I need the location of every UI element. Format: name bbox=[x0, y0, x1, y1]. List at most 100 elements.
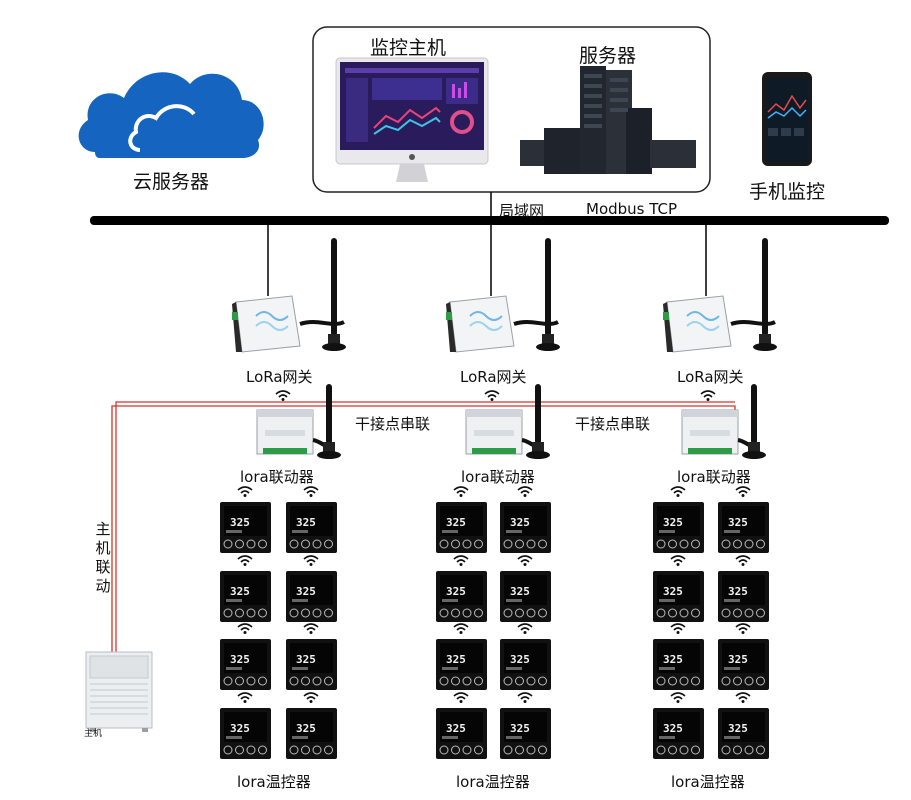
wifi-icon bbox=[517, 486, 533, 497]
antenna-icon bbox=[753, 238, 777, 351]
cloud-icon bbox=[78, 72, 264, 158]
thermostat-reading: 325 bbox=[296, 585, 316, 598]
wifi-icon bbox=[517, 692, 533, 703]
lora-thermostat-16: 325 bbox=[500, 692, 551, 759]
thermostat-reading: 325 bbox=[446, 585, 466, 598]
dry-contact-wiring bbox=[111, 401, 736, 652]
wifi-icon bbox=[237, 692, 253, 703]
lora-thermostat-13: 325 bbox=[436, 623, 487, 690]
thermostat-reading: 325 bbox=[446, 653, 466, 666]
lora-thermostat-2: 325 bbox=[286, 486, 337, 553]
wifi-icon bbox=[670, 555, 686, 566]
server-rack-icon bbox=[520, 66, 696, 174]
wifi-icon bbox=[700, 390, 716, 401]
lora-thermostat-17: 325 bbox=[653, 486, 704, 553]
lora-thermostat-20: 325 bbox=[718, 555, 769, 622]
lora-thermostat-15: 325 bbox=[436, 692, 487, 759]
lora-thermostat-21: 325 bbox=[653, 623, 704, 690]
wifi-icon bbox=[453, 692, 469, 703]
lan-label: 局域网 bbox=[499, 202, 545, 220]
wifi-icon bbox=[735, 486, 751, 497]
thermostat-reading: 325 bbox=[446, 516, 466, 529]
cloud-server-label: 云服务器 bbox=[133, 171, 210, 193]
antenna-icon bbox=[322, 238, 346, 351]
lora-thermostat-24: 325 bbox=[718, 692, 769, 759]
wifi-icon bbox=[237, 486, 253, 497]
wifi-icon bbox=[453, 486, 469, 497]
thermostats-layer: 325 325 325 325 325 325 325 325 325 325 325 325 325 3… bbox=[220, 486, 769, 759]
thermostat-reading: 325 bbox=[510, 585, 530, 598]
host-link-label: 主机联动 bbox=[95, 520, 111, 595]
thermostat-reading: 325 bbox=[728, 653, 748, 666]
linker-label-3: lora联动器 bbox=[677, 468, 751, 486]
wifi-icon bbox=[670, 623, 686, 634]
lora-thermostat-4: 325 bbox=[286, 555, 337, 622]
thermostat-reading: 325 bbox=[510, 516, 530, 529]
wifi-icon bbox=[453, 555, 469, 566]
lora-thermostat-6: 325 bbox=[286, 623, 337, 690]
wifi-icon bbox=[453, 623, 469, 634]
dry-contact-label-2: 干接点串联 bbox=[575, 415, 651, 433]
wifi-icon bbox=[303, 692, 319, 703]
wifi-icon bbox=[735, 623, 751, 634]
wifi-icon bbox=[735, 555, 751, 566]
lora-gateway-3 bbox=[663, 238, 777, 353]
protocol-label: Modbus TCP bbox=[586, 200, 678, 218]
lora-thermostat-12: 325 bbox=[500, 555, 551, 622]
linkers-layer bbox=[256, 384, 766, 459]
lora-thermostat-1: 325 bbox=[220, 486, 271, 553]
linker-label-2: lora联动器 bbox=[461, 468, 535, 486]
lora-thermostat-11: 325 bbox=[436, 555, 487, 622]
lora-gateway-2 bbox=[446, 238, 560, 353]
antenna-icon bbox=[526, 384, 550, 459]
lora-gateway-1 bbox=[232, 238, 346, 353]
thermostat-reading: 325 bbox=[230, 653, 250, 666]
mobile-monitor-label: 手机监控 bbox=[749, 181, 826, 203]
lora-thermostat-14: 325 bbox=[500, 623, 551, 690]
thermostat-reading: 325 bbox=[230, 516, 250, 529]
wifi-icon bbox=[670, 486, 686, 497]
lora-thermostat-8: 325 bbox=[286, 692, 337, 759]
thermostat-group-label-3: lora温控器 bbox=[671, 773, 745, 791]
wifi-icon bbox=[303, 555, 319, 566]
thermostat-group-label-1: lora温控器 bbox=[237, 773, 311, 791]
wifi-icon bbox=[517, 555, 533, 566]
lora-thermostat-9: 325 bbox=[436, 486, 487, 553]
lora-thermostat-7: 325 bbox=[220, 692, 271, 759]
gateway-label-3: LoRa网关 bbox=[677, 368, 744, 386]
lora-thermostat-22: 325 bbox=[718, 623, 769, 690]
lora-thermostat-23: 325 bbox=[653, 692, 704, 759]
lora-thermostat-5: 325 bbox=[220, 623, 271, 690]
monitor-host-icon bbox=[335, 57, 489, 182]
antenna-icon bbox=[317, 384, 341, 459]
thermostat-reading: 325 bbox=[663, 585, 683, 598]
thermostat-reading: 325 bbox=[728, 585, 748, 598]
wifi-icon bbox=[237, 623, 253, 634]
thermostat-reading: 325 bbox=[296, 722, 316, 735]
linker-label-1: lora联动器 bbox=[240, 468, 314, 486]
thermostat-reading: 325 bbox=[230, 585, 250, 598]
thermostat-reading: 325 bbox=[446, 722, 466, 735]
lora-linker-1 bbox=[256, 384, 341, 459]
gateways-layer bbox=[232, 238, 777, 353]
monitor-host-label: 监控主机 bbox=[370, 37, 447, 59]
thermostat-reading: 325 bbox=[510, 653, 530, 666]
thermostat-reading: 325 bbox=[296, 653, 316, 666]
thermostat-reading: 325 bbox=[728, 516, 748, 529]
dry-contact-label-1: 干接点串联 bbox=[355, 415, 431, 433]
wifi-icon bbox=[303, 486, 319, 497]
lora-linker-2 bbox=[465, 384, 550, 459]
outdoor-host-unit bbox=[85, 651, 153, 732]
host-unit-label: 主机 bbox=[84, 729, 103, 739]
thermostat-reading: 325 bbox=[510, 722, 530, 735]
mobile-phone-icon bbox=[762, 72, 812, 166]
thermostat-reading: 325 bbox=[663, 722, 683, 735]
antenna-icon bbox=[536, 238, 560, 351]
wifi-icon bbox=[303, 623, 319, 634]
wifi-icon bbox=[484, 390, 500, 401]
antenna-icon bbox=[742, 384, 766, 459]
wifi-icon bbox=[237, 555, 253, 566]
wifi-icon bbox=[735, 692, 751, 703]
thermostat-reading: 325 bbox=[728, 722, 748, 735]
